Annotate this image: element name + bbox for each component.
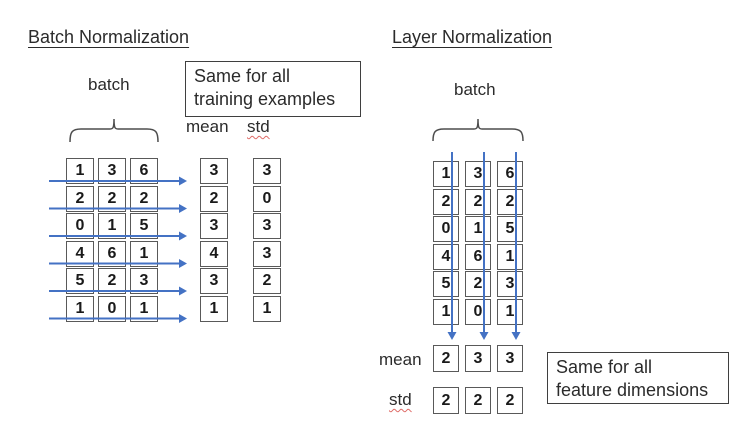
value-cell: 3 (497, 345, 523, 372)
value-cell: 2 (497, 387, 523, 414)
value-cell: 5 (433, 271, 459, 297)
note-line: feature dimensions (556, 380, 709, 400)
value-cell: 3 (130, 268, 158, 294)
value-cell: 3 (253, 158, 281, 184)
note-box-layer: Same for all feature dimensions (547, 352, 729, 404)
value-cell: 2 (465, 271, 491, 297)
note-line: Same for all (556, 357, 653, 377)
value-cell: 3 (200, 213, 228, 239)
value-cell: 3 (253, 213, 281, 239)
value-cell: 4 (200, 240, 228, 267)
value-cell: 2 (66, 185, 94, 212)
value-cell: 0 (465, 298, 491, 325)
value-cell: 2 (98, 185, 126, 212)
value-cell: 0 (66, 213, 94, 239)
value-cell: 6 (98, 240, 126, 267)
value-cell: 3 (253, 240, 281, 267)
value-cell: 1 (98, 213, 126, 239)
arrow-icon (179, 259, 187, 268)
value-cell: 1 (465, 216, 491, 242)
batch-brace-right-icon (432, 118, 524, 142)
batch-norm-title: Batch Normalization (28, 27, 190, 47)
mean-label-left: mean (186, 117, 229, 136)
arrow-icon (479, 332, 489, 340)
value-cell: 3 (98, 158, 126, 184)
std-label-right: std (389, 390, 412, 409)
arrow-icon (179, 176, 187, 186)
value-cell: 2 (465, 188, 491, 215)
value-cell: 3 (200, 268, 228, 294)
batch-row-arrows-icon (49, 176, 187, 323)
arrow-icon (447, 332, 457, 340)
value-cell: 2 (200, 185, 228, 212)
arrow-icon (179, 286, 187, 296)
value-cell: 1 (497, 298, 523, 325)
arrow-icon (179, 314, 187, 323)
value-cell: 2 (253, 268, 281, 294)
value-cell: 1 (433, 161, 459, 187)
value-cell: 2 (433, 188, 459, 215)
value-cell: 5 (66, 268, 94, 294)
arrow-icon (179, 204, 187, 213)
value-cell: 4 (66, 240, 94, 267)
value-cell: 6 (497, 161, 523, 187)
value-cell: 5 (497, 216, 523, 242)
value-cell: 2 (130, 185, 158, 212)
value-cell: 2 (433, 387, 459, 414)
value-cell: 3 (497, 271, 523, 297)
value-cell: 1 (200, 295, 228, 322)
layer-norm-title: Layer Normalization (392, 27, 553, 47)
value-cell: 6 (130, 158, 158, 184)
note-box-batch: Same for all training examples (185, 61, 361, 117)
value-cell: 0 (433, 216, 459, 242)
value-cell: 4 (433, 243, 459, 270)
value-cell: 3 (200, 158, 228, 184)
batch-label-right: batch (454, 80, 496, 99)
value-cell: 0 (98, 295, 126, 322)
batch-brace-left-icon (69, 118, 159, 143)
value-cell: 1 (130, 240, 158, 267)
value-cell: 2 (497, 188, 523, 215)
value-cell: 1 (66, 295, 94, 322)
value-cell: 1 (497, 243, 523, 270)
value-cell: 2 (465, 387, 491, 414)
value-cell: 0 (253, 185, 281, 212)
value-cell: 3 (465, 345, 491, 372)
value-cell: 1 (253, 295, 281, 322)
value-cell: 1 (433, 298, 459, 325)
value-cell: 2 (98, 268, 126, 294)
value-cell: 6 (465, 243, 491, 270)
value-cell: 1 (130, 295, 158, 322)
arrow-icon (179, 231, 187, 241)
note-line: Same for all (194, 66, 291, 86)
value-cell: 1 (66, 158, 94, 184)
batch-label-left: batch (88, 75, 130, 94)
value-cell: 2 (433, 345, 459, 372)
mean-label-right: mean (379, 350, 422, 369)
std-label-left: std (247, 117, 270, 136)
value-cell: 3 (465, 161, 491, 187)
layer-column-arrows-icon (447, 152, 521, 340)
value-cell: 5 (130, 213, 158, 239)
arrow-icon (511, 332, 521, 340)
note-line: training examples (194, 89, 336, 109)
